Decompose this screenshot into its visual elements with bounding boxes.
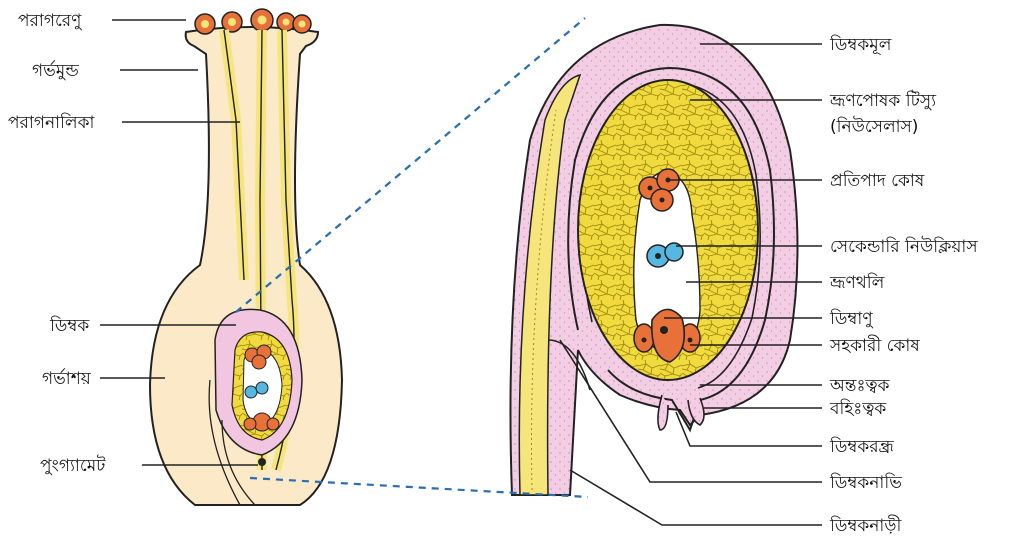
label-embryo-sac: ভ্রূণথলি xyxy=(829,272,885,293)
label-inner-integument: অন্তঃত্বক xyxy=(829,376,891,396)
label-funicle: ডিম্বকনাড়ী xyxy=(829,515,902,536)
label-integument-base: ডিম্বকমূল xyxy=(829,34,892,55)
label-nucellus-2: (নিউসেলাস) xyxy=(830,116,918,137)
male-gamete-dot xyxy=(258,458,266,466)
ovule-detail xyxy=(510,25,797,495)
label-micropyle: ডিম্বকরন্ধ্র xyxy=(829,436,895,457)
labels: পরাগরেণু গর্ভমুন্ড পরাগনালিকা ডিম্বক গর্… xyxy=(8,11,978,536)
label-hilum: ডিম্বকনাভি xyxy=(829,472,902,493)
label-ovary: গর্ভাশয় xyxy=(42,368,92,389)
label-pollen: পরাগরেণু xyxy=(18,11,82,31)
label-stigma: গর্ভমুন্ড xyxy=(32,60,79,81)
label-pollen-tube: পরাগনালিকা xyxy=(8,112,95,133)
label-antipodal: প্রতিপাদ কোষ xyxy=(830,170,925,191)
label-egg: ডিম্বাণু xyxy=(829,308,874,329)
label-synergid: সহকারী কোষ xyxy=(829,335,920,356)
label-male-gamete: পুংগ্যামেট xyxy=(40,455,106,476)
label-nucellus-1: ভ্রূণপোষক টিস্যু xyxy=(829,90,937,111)
pistil xyxy=(150,9,342,505)
label-ovule-left: ডিম্বক xyxy=(49,315,90,336)
label-outer-integument: বহিঃত্বক xyxy=(829,398,887,419)
label-secondary-nucleus: সেকেন্ডারি নিউক্লিয়াস xyxy=(830,236,978,257)
